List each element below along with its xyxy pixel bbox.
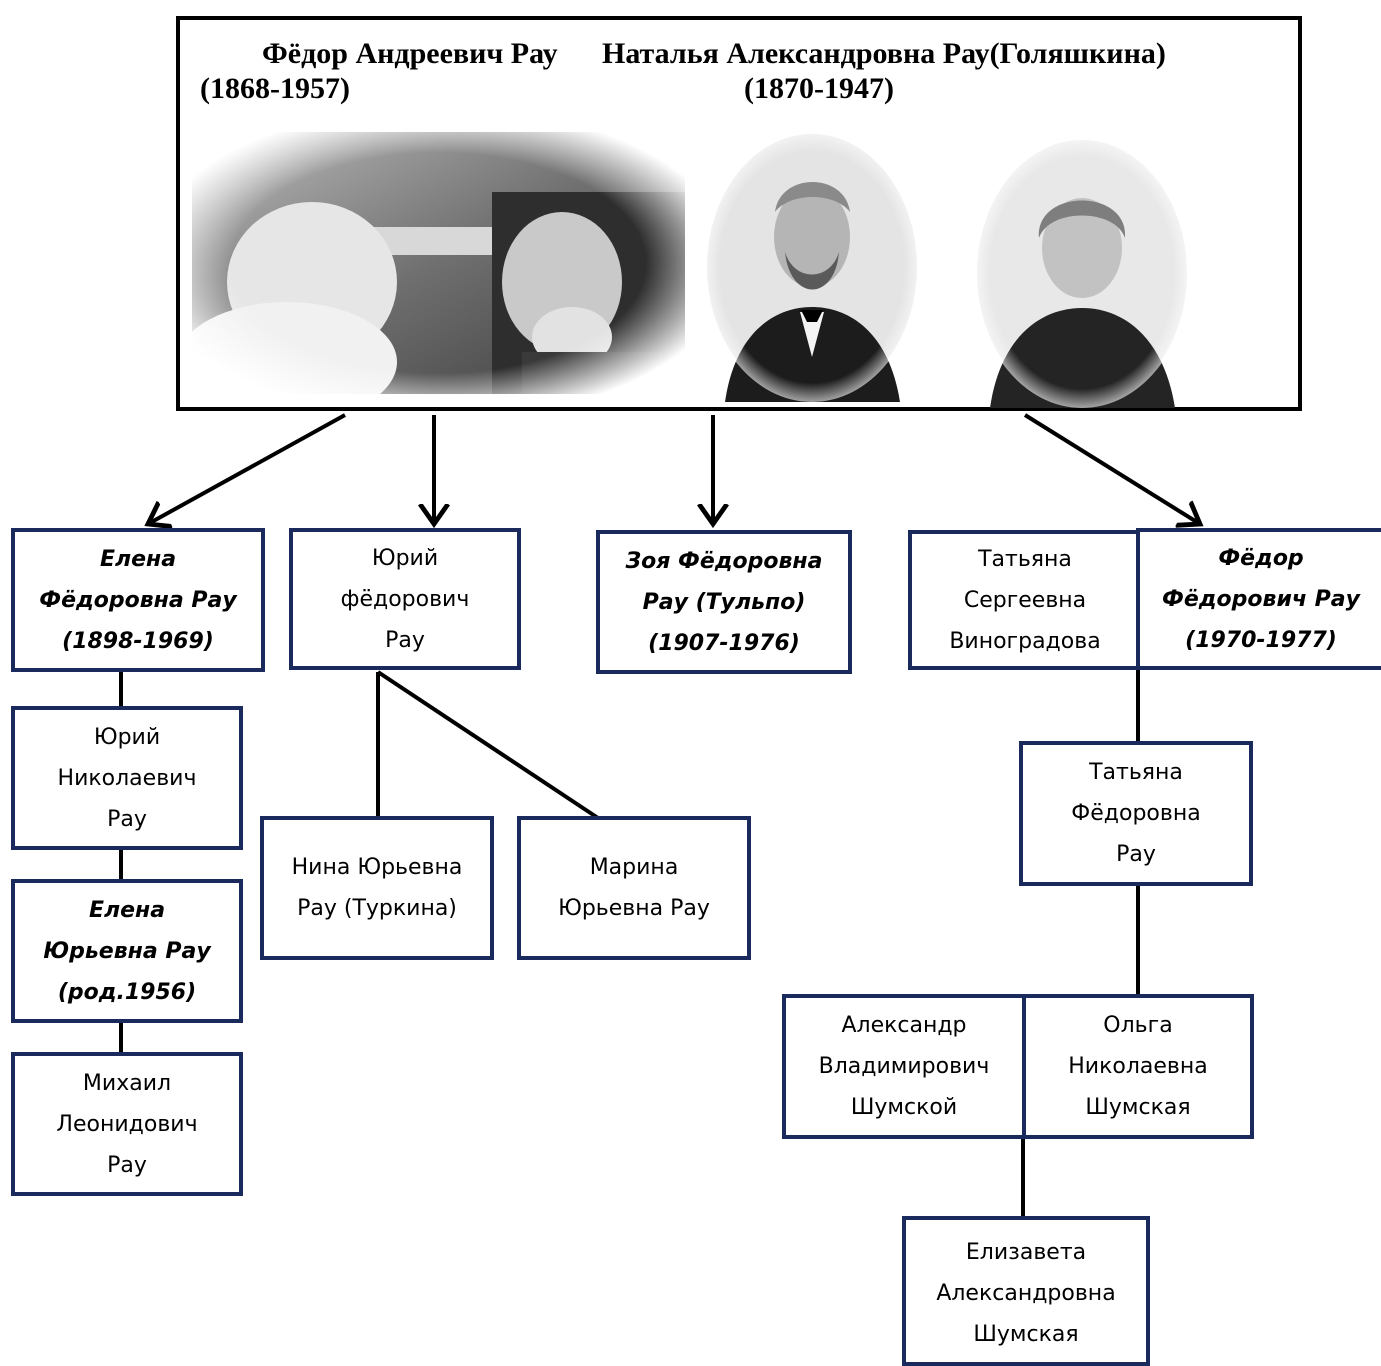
father-name: Фёдор Андреевич Рау	[262, 37, 558, 70]
person-name-line: Юрьевна Рау	[43, 938, 211, 964]
person-name-line: Рау	[1116, 842, 1156, 867]
mother-years: (1870-1947)	[744, 72, 894, 105]
arrow-to-fedor	[1023, 413, 1200, 524]
person-years: (1970-1977)	[1185, 627, 1337, 653]
person-name-line: Марина	[589, 855, 679, 880]
person-name-line: Виноградова	[949, 628, 1101, 654]
person-box-elena-yurievna: Елена Юрьевна Рау (род.1956)	[11, 879, 243, 1023]
person-name-line: Фёдоровна	[1071, 801, 1201, 826]
person-name-line: Зоя Фёдоровна	[625, 548, 823, 574]
person-name-line: Юрьевна Рау	[558, 896, 710, 921]
father-portrait	[705, 132, 920, 402]
person-box-olga: Ольга Николаевна Шумская	[1022, 994, 1254, 1139]
person-name-line: Юрий	[371, 545, 439, 571]
person-name-line: Елена	[99, 546, 177, 572]
person-years: (1898-1969)	[62, 628, 214, 654]
person-name-line: Александровна	[936, 1281, 1116, 1306]
person-name-line: Николаевич	[57, 765, 197, 791]
father-years: (1868-1957)	[200, 72, 350, 105]
person-box-marina: Марина Юрьевна Рау	[517, 816, 751, 960]
person-box-yuri-nikolaevich: Юрий Николаевич Рау	[11, 706, 243, 850]
line-yuri-marina	[376, 670, 600, 820]
person-name-line: Фёдор	[1218, 545, 1304, 571]
person-box-tatyana-fedorovna: Татьяна Фёдоровна Рау	[1019, 741, 1253, 886]
person-years: (род.1956)	[57, 979, 197, 1005]
person-name-line: Михаил	[82, 1070, 172, 1096]
person-name-line: Татьяна	[978, 546, 1072, 572]
person-box-mikhail: Михаил Леонидович Рау	[11, 1052, 243, 1196]
parents-header: Фёдор Андреевич Рау (1868-1957) Наталья …	[176, 16, 1302, 411]
person-name-line: Нина Юрьевна	[291, 855, 463, 880]
person-name-line: Рау	[107, 1152, 147, 1178]
person-name-line: Николаевна	[1068, 1054, 1208, 1079]
person-name-line: Фёдоровна Рау	[39, 587, 237, 613]
person-name-line: фёдорович	[340, 586, 470, 612]
person-name-line: Татьяна	[1089, 760, 1183, 785]
person-name-line: Рау (Туркина)	[297, 896, 457, 921]
person-box-elizaveta: Елизавета Александровна Шумская	[902, 1216, 1150, 1366]
person-box-tatyana-sergeevna: Татьяна Сергеевна Виноградова	[908, 530, 1142, 670]
couple-photo	[192, 132, 685, 394]
person-name-line: Шумской	[850, 1095, 958, 1120]
person-name-line: Леонидович	[56, 1111, 198, 1137]
person-name-line: Фёдорович Рау	[1162, 586, 1360, 612]
arrow-to-elena	[148, 413, 346, 524]
person-name-line: Юрий	[93, 724, 161, 750]
person-years: (1907-1976)	[648, 630, 800, 656]
person-box-nina: Нина Юрьевна Рау (Туркина)	[260, 816, 494, 960]
mother-name: Наталья Александровна Рау(Голяшкина)	[602, 37, 1166, 70]
person-name-line: Александр	[841, 1013, 967, 1038]
person-box-fedor-fedorovich: Фёдор Фёдорович Рау (1970-1977)	[1136, 528, 1381, 670]
person-name-line: Елена	[88, 897, 166, 923]
person-name-line: Шумская	[1085, 1095, 1191, 1120]
person-box-yuri-fedorovich: Юрий фёдорович Рау	[289, 528, 521, 670]
person-name-line: Рау (Тульпо)	[642, 589, 806, 615]
person-name-line: Ольга	[1103, 1013, 1173, 1038]
person-box-zoya: Зоя Фёдоровна Рау (Тульпо) (1907-1976)	[596, 530, 852, 674]
mother-portrait	[975, 138, 1190, 408]
person-name-line: Рау	[107, 806, 147, 832]
person-name-line: Сергеевна	[963, 587, 1087, 613]
person-name-line: Елизавета	[965, 1240, 1087, 1265]
person-box-elena-fedorovna: Елена Фёдоровна Рау (1898-1969)	[11, 528, 265, 672]
person-name-line: Шумская	[973, 1322, 1079, 1347]
person-box-alexander: Александр Владимирович Шумской	[782, 994, 1026, 1139]
person-name-line: Владимирович	[818, 1054, 990, 1079]
person-name-line: Рау	[385, 627, 425, 653]
